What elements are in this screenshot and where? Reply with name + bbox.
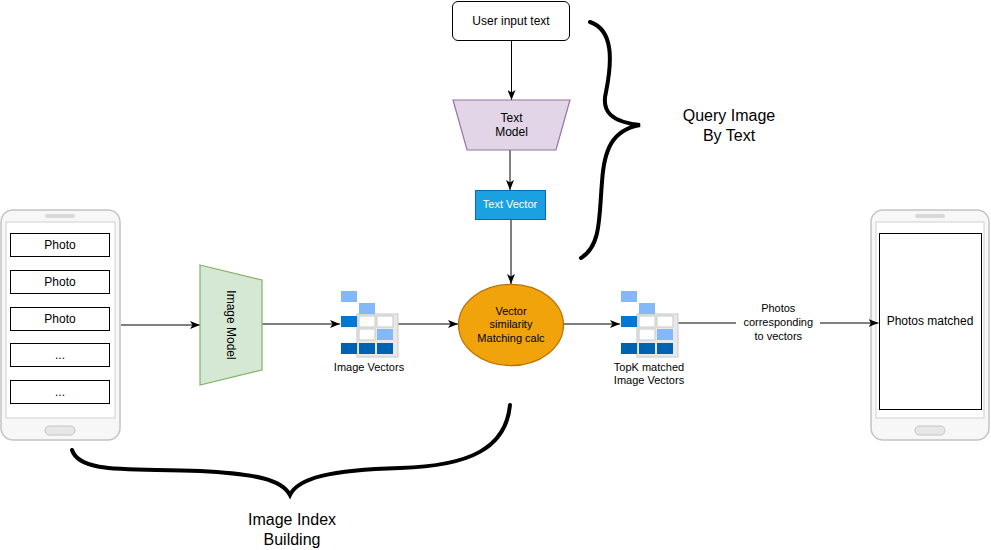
grid-cell — [359, 303, 375, 314]
flow-arrow — [262, 324, 340, 325]
phone-button — [45, 426, 75, 435]
flow-arrow — [121, 325, 200, 326]
phone-screen — [6, 222, 115, 418]
photo-box: ... — [10, 343, 110, 367]
photo-box: Photo — [10, 307, 110, 331]
grid-frame — [357, 314, 398, 357]
grid-frame — [637, 314, 678, 357]
node-text: Photo — [44, 238, 75, 252]
grid-cell — [639, 343, 655, 354]
node-text: ... — [55, 348, 65, 362]
grid-cell — [377, 329, 393, 340]
grid-cell — [621, 291, 637, 302]
phone-button — [915, 426, 945, 435]
node-text: Image Model — [224, 290, 238, 359]
grid-cell — [377, 343, 393, 354]
phone-body — [871, 210, 989, 440]
phone-left — [1, 210, 120, 440]
model-trapezoid: Image Model — [200, 265, 262, 385]
trapezoid-outline — [200, 265, 262, 385]
phone-screen — [876, 222, 984, 418]
vector-icon-graphic — [620, 290, 678, 357]
node-text: Photo — [44, 275, 75, 289]
curly-brace — [581, 22, 640, 258]
input-box: User input text — [452, 1, 570, 41]
grid-cell — [359, 316, 375, 327]
grid-cell — [639, 329, 655, 340]
vector-icon-graphic — [340, 290, 398, 357]
vector-icon: TopK matched Image Vectors — [620, 290, 678, 357]
node-text: Image Vectors — [324, 361, 414, 374]
flow-arrow — [511, 41, 512, 100]
node-text: Text Vector — [483, 198, 537, 211]
trapezoid-outline — [453, 100, 570, 150]
flow-arrow — [511, 220, 512, 284]
grid-cell — [657, 343, 673, 354]
edge-label: Photos corresponding to vectors — [736, 301, 820, 344]
vector-icon: Image Vectors — [340, 290, 398, 357]
phone-speaker — [45, 214, 75, 218]
curly-brace — [72, 405, 510, 495]
node-text: Vector similarity Matching calc — [474, 305, 548, 345]
phone-body — [1, 210, 120, 440]
grid-cell — [621, 343, 637, 354]
node-text: Photos matched — [887, 314, 974, 328]
node-text: Text Model — [488, 111, 536, 140]
grid-cell — [621, 316, 637, 327]
group-label: Query Image By Text — [673, 106, 785, 146]
grid-cell — [359, 343, 375, 354]
grid-cell — [657, 329, 673, 340]
grid-cell — [657, 316, 673, 327]
grid-cell — [359, 329, 375, 340]
flow-arrow — [564, 324, 620, 325]
grid-cell — [341, 291, 357, 302]
group-label: Image Index Building — [236, 510, 348, 550]
grid-cell — [639, 303, 655, 314]
node-text: User input text — [472, 14, 549, 28]
grid-cell — [341, 343, 357, 354]
circle-outline — [459, 284, 564, 365]
flow-arrow — [398, 324, 458, 325]
photo-box: ... — [10, 380, 110, 404]
model-trapezoid: Text Model — [453, 100, 570, 150]
grid-cell — [377, 316, 393, 327]
grid-cell — [639, 316, 655, 327]
vector-box: Text Vector — [475, 190, 546, 220]
phone-right — [871, 210, 989, 440]
photo-box: Photo — [10, 233, 110, 257]
node-text: TopK matched Image Vectors — [607, 361, 691, 387]
process-circle: Vector similarity Matching calc — [458, 284, 564, 366]
node-text: ... — [55, 385, 65, 399]
photo-box: Photo — [10, 270, 110, 294]
flow-arrow — [510, 150, 511, 190]
node-text: Photo — [44, 312, 75, 326]
grid-cell — [341, 316, 357, 327]
screen-box: Photos matched — [879, 233, 982, 410]
phone-speaker — [915, 214, 945, 218]
